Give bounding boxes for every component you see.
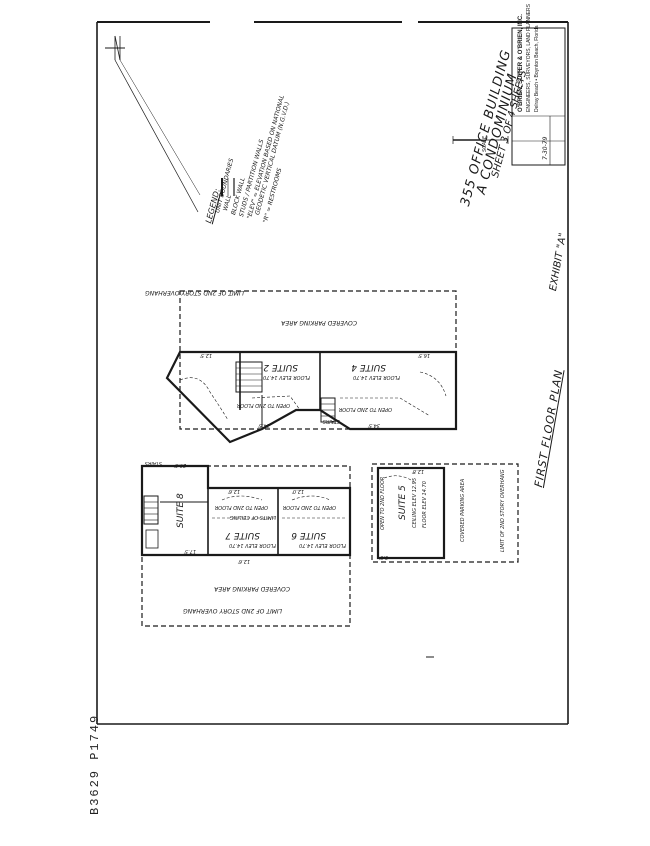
dimension-label: 12.8' xyxy=(411,468,424,474)
drawing-date: 7-30-79 xyxy=(542,136,549,160)
dimension-label: 16.5' xyxy=(417,352,430,358)
dimension-label: 17.5' xyxy=(183,548,196,554)
stairs-label: STAIRS xyxy=(144,460,162,466)
open-to-2nd-label: OPEN TO 2ND FLOOR xyxy=(236,402,290,408)
suite-label: SUITE 7 xyxy=(225,530,260,540)
firm-location: Delray Beach • Boynton Beach, Florida xyxy=(534,25,540,112)
dimension-label: 12.5' xyxy=(199,352,212,358)
elevation-label: FLOOR ELEV 14.70 xyxy=(229,542,276,548)
elevation-label: FLOOR ELEV 14.70 xyxy=(263,374,310,380)
firm-services: ENGINEERS, SURVEYORS, LAND PLANNERS xyxy=(526,4,532,112)
suite-label: SUITE 6 xyxy=(291,530,326,540)
elevation-label: FLOOR ELEV 14.70 xyxy=(299,542,346,548)
dimension-label: 34.5' xyxy=(367,422,380,428)
overhang-label: LIMIT OF 2ND STORY OVERHANG xyxy=(500,469,506,552)
elevation-label: FLOOR ELEV 14.70 xyxy=(353,374,400,380)
dimension-label: 9.5' xyxy=(378,554,388,560)
dimension-label: 12.6' xyxy=(237,558,250,564)
suite-label: SUITE 8 xyxy=(176,493,186,528)
firm-name: O'BRIEN, SUITER & O'BRIEN, INC. xyxy=(518,14,524,112)
open-to-2nd-label: OPEN TO 2ND FLOOR xyxy=(338,406,392,412)
parking-label: COVERED PARKING AREA xyxy=(214,585,290,592)
elevation-label: CEILING ELEV 12.95 xyxy=(412,477,418,528)
suite-label: SUITE 2 xyxy=(263,362,298,372)
suite-label: SUITE 5 xyxy=(398,485,408,520)
stairs-label: STAIRS xyxy=(322,418,340,424)
dimension-label: 12.6' xyxy=(227,488,240,494)
overhang-label: LIMIT OF 2ND STORY OVERHANG xyxy=(144,289,244,296)
open-to-2nd-label: OPEN TO 2ND FLOOR xyxy=(282,504,336,510)
dimension-label: 24.5' xyxy=(257,422,270,428)
ceiling-limit-label: LIMITS OF CEILING xyxy=(229,514,276,520)
dimension-label: 12.0' xyxy=(291,488,304,494)
dimension-label: 20.5' xyxy=(173,462,186,468)
open-to-2nd-label: OPEN TO 2ND FLOOR xyxy=(380,476,386,530)
suite-label: SUITE 4 xyxy=(351,362,386,372)
parking-label: COVERED PARKING AREA xyxy=(460,478,466,542)
open-to-2nd-label: OPEN TO 2ND FLOOR xyxy=(214,504,268,510)
recording-stamp: B3629 P1749 xyxy=(88,713,102,815)
parking-label: COVERED PARKING AREA xyxy=(281,319,357,326)
overhang-label: LIMIT OF 2ND STORY OVERHANG xyxy=(182,607,282,614)
scale-label: SCALE xyxy=(482,135,488,152)
elevation-label: FLOOR ELEV 14.70 xyxy=(422,481,428,528)
